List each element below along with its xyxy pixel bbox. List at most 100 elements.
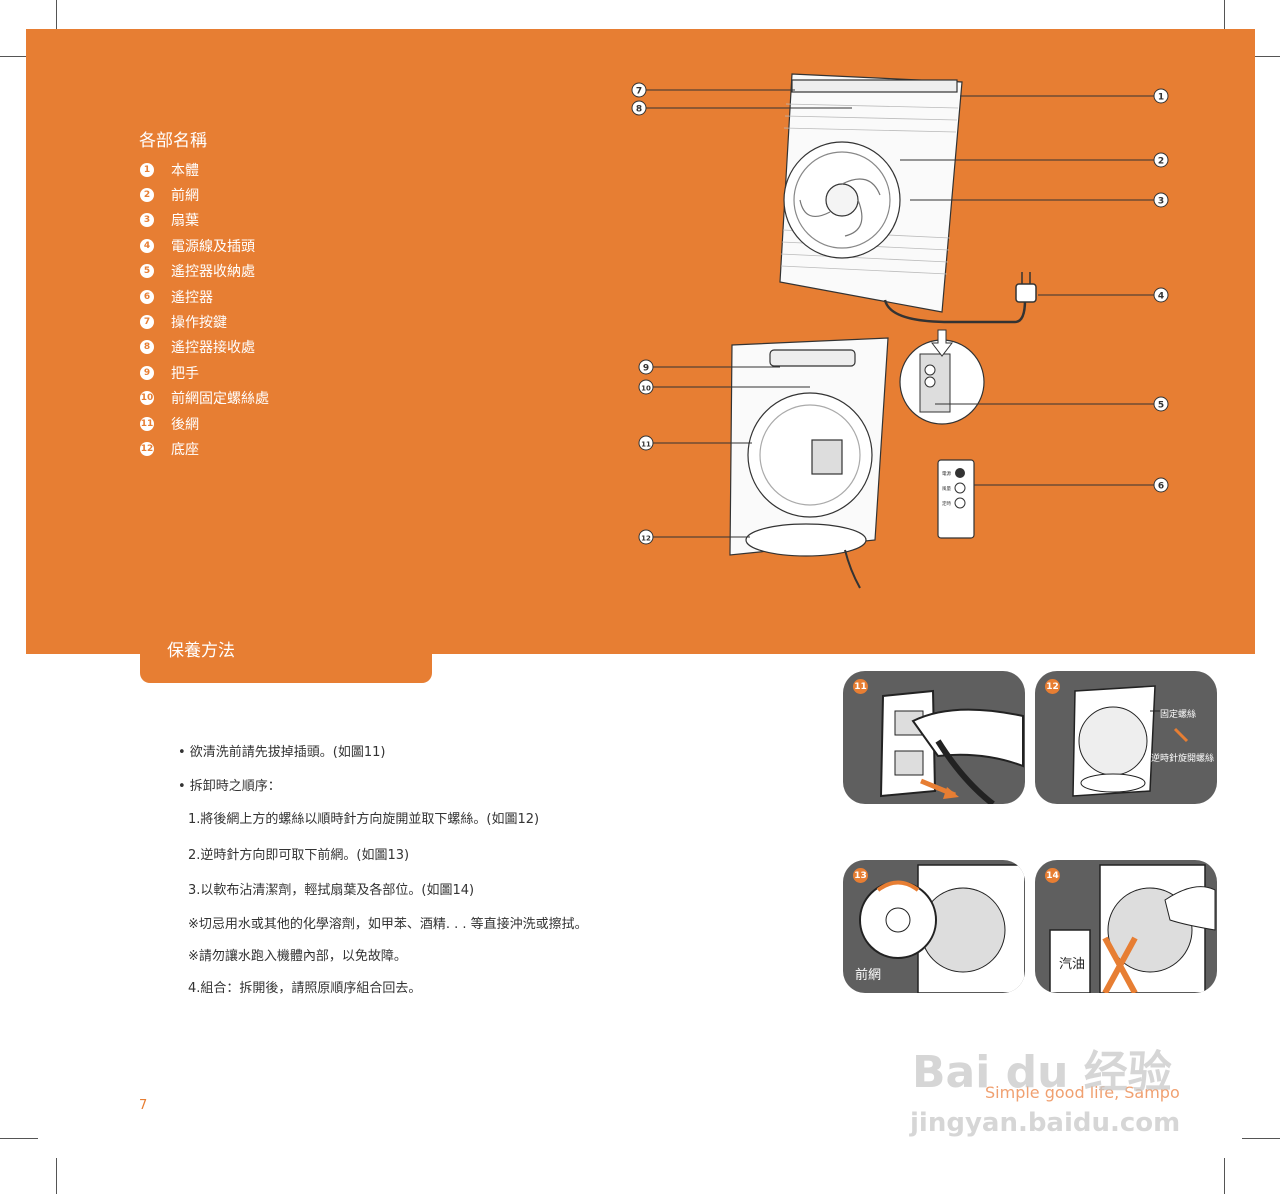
front-grille-label: 前網 — [855, 968, 882, 983]
part-number: 9 — [140, 365, 154, 380]
gasoline-label: 汽油 — [1059, 957, 1086, 972]
care-section-tab: 保養方法 — [140, 626, 432, 683]
header-band — [26, 29, 1255, 654]
part-number: 10 — [140, 391, 154, 406]
callout-7: 7 — [636, 87, 642, 97]
fan-diagram: 電源 風量 定時 1 2 3 4 5 6 7 8 9 10 11 12 — [631, 73, 1169, 589]
part-number: 5 — [140, 264, 154, 279]
part-number: 4 — [140, 238, 154, 253]
part-number: 6 — [140, 289, 154, 304]
timer-icon — [954, 497, 966, 509]
list-item: 2 前網 — [140, 182, 269, 207]
brand-slogan: Simple good life, Sampo — [985, 1083, 1180, 1102]
part-number: 2 — [140, 188, 154, 203]
crop-mark — [1224, 0, 1225, 38]
speed-icon — [954, 482, 966, 494]
callout-1: 1 — [1158, 93, 1164, 103]
fixing-screw-label: 固定螺絲 — [1160, 710, 1197, 720]
watermark-brand: Bai du 经验 — [912, 1047, 1172, 1098]
part-label: 扇葉 — [171, 213, 199, 230]
screw-illustration — [1072, 685, 1189, 797]
part-label: 電源線及插頭 — [171, 238, 255, 255]
list-item: 8 遙控器接收處 — [140, 335, 269, 360]
fan-front-illustration — [779, 73, 963, 313]
figure-number: 13 — [853, 868, 868, 883]
callout-2: 2 — [1158, 157, 1164, 167]
care-line: 2.逆時針方向即可取下前網。(如圖13) — [188, 848, 410, 863]
part-label: 前網固定螺絲處 — [171, 391, 269, 408]
list-item: 9 把手 — [140, 360, 269, 385]
power-icon — [955, 468, 965, 478]
leader-lines — [646, 89, 1154, 538]
watermark-url: jingyan.baidu.com — [910, 1108, 1181, 1138]
list-item: 6 遙控器 — [140, 284, 269, 309]
parts-list: 1 本體 2 前網 3 扇葉 4 電源線及插頭 5 遙控器收納處 6 遙控器 7 操作按鍵 8… — [140, 157, 269, 462]
part-label: 底座 — [171, 441, 199, 458]
parts-title: 各部名稱 — [139, 131, 207, 151]
callout-5: 5 — [1158, 401, 1164, 411]
list-item: 4 電源線及插頭 — [140, 233, 269, 258]
part-label: 遙控器收納處 — [171, 264, 255, 281]
part-label: 本體 — [171, 162, 199, 179]
callout-9: 9 — [643, 364, 649, 374]
page-number: 7 — [139, 1098, 148, 1113]
figure-14: 14 汽油 — [1035, 860, 1217, 993]
plug-icon — [1015, 272, 1037, 303]
figure-number: 12 — [1045, 679, 1060, 694]
figure-11: 11 — [843, 671, 1025, 804]
remote-label-power: 電源 — [942, 470, 951, 477]
crop-mark — [1242, 1138, 1280, 1139]
care-line: ※請勿讓水跑入機體內部，以免故障。 — [188, 949, 407, 964]
part-number: 1 — [140, 162, 154, 177]
list-item: 5 遙控器收納處 — [140, 259, 269, 284]
care-line: • 拆卸時之順序： — [178, 779, 281, 794]
remote-label-speed: 風量 — [942, 485, 951, 492]
list-item: 1 本體 — [140, 157, 269, 182]
list-item: 7 操作按鍵 — [140, 309, 269, 334]
part-label: 把手 — [171, 365, 199, 382]
crop-mark — [1242, 56, 1280, 57]
callout-10: 10 — [641, 385, 651, 393]
care-line: ※切忌用水或其他的化學溶劑，如甲苯、酒精. . . 等直接沖洗或擦拭。 — [188, 917, 588, 932]
part-label: 前網 — [171, 188, 199, 205]
callout-8: 8 — [636, 105, 642, 115]
fan-rear-illustration — [729, 337, 889, 589]
part-label: 操作按鍵 — [171, 315, 227, 332]
remote-label-timer: 定時 — [942, 500, 951, 507]
crop-mark — [56, 0, 57, 38]
callout-3: 3 — [1158, 197, 1164, 207]
part-number: 11 — [140, 416, 154, 431]
part-label: 後網 — [171, 416, 199, 433]
list-item: 12 底座 — [140, 436, 269, 461]
part-number: 3 — [140, 213, 154, 228]
care-line: 1.將後網上方的螺絲以順時針方向旋開並取下螺絲。(如圖12) — [188, 812, 540, 827]
part-label: 遙控器接收處 — [171, 340, 255, 357]
part-number: 7 — [140, 315, 154, 330]
callout-6: 6 — [1158, 482, 1164, 492]
unplug-illustration — [879, 689, 1024, 804]
callout-4: 4 — [1158, 292, 1164, 302]
part-number: 8 — [140, 340, 154, 355]
list-item: 3 扇葉 — [140, 208, 269, 233]
figure-number: 14 — [1045, 868, 1060, 883]
remove-grille-illustration — [859, 864, 1025, 993]
crop-mark — [0, 56, 38, 57]
callout-11: 11 — [641, 441, 651, 449]
care-line: 4.組合：拆開後，請照原順序組合回去。 — [188, 981, 422, 996]
cleaning-illustration — [1049, 864, 1216, 993]
crop-mark — [0, 1138, 38, 1139]
crop-mark — [1224, 1158, 1225, 1194]
callout-12: 12 — [641, 535, 651, 543]
care-line: 3.以軟布沾清潔劑，輕拭扇葉及各部位。(如圖14) — [188, 883, 475, 898]
list-item: 10 前網固定螺絲處 — [140, 386, 269, 411]
figure-number: 11 — [853, 679, 868, 694]
part-label: 遙控器 — [171, 289, 213, 306]
part-number: 12 — [140, 441, 154, 456]
care-line: • 欲清洗前請先拔掉插頭。(如圖11) — [178, 745, 386, 760]
remote-illustration: 電源 風量 定時 — [937, 459, 975, 539]
crop-mark — [56, 1158, 57, 1194]
figure-12: 12 固定螺絲 逆時針旋開螺絲 — [1035, 671, 1217, 804]
list-item: 11 後網 — [140, 411, 269, 436]
care-title: 保養方法 — [167, 641, 235, 661]
loosen-screw-label: 逆時針旋開螺絲 — [1151, 754, 1215, 764]
